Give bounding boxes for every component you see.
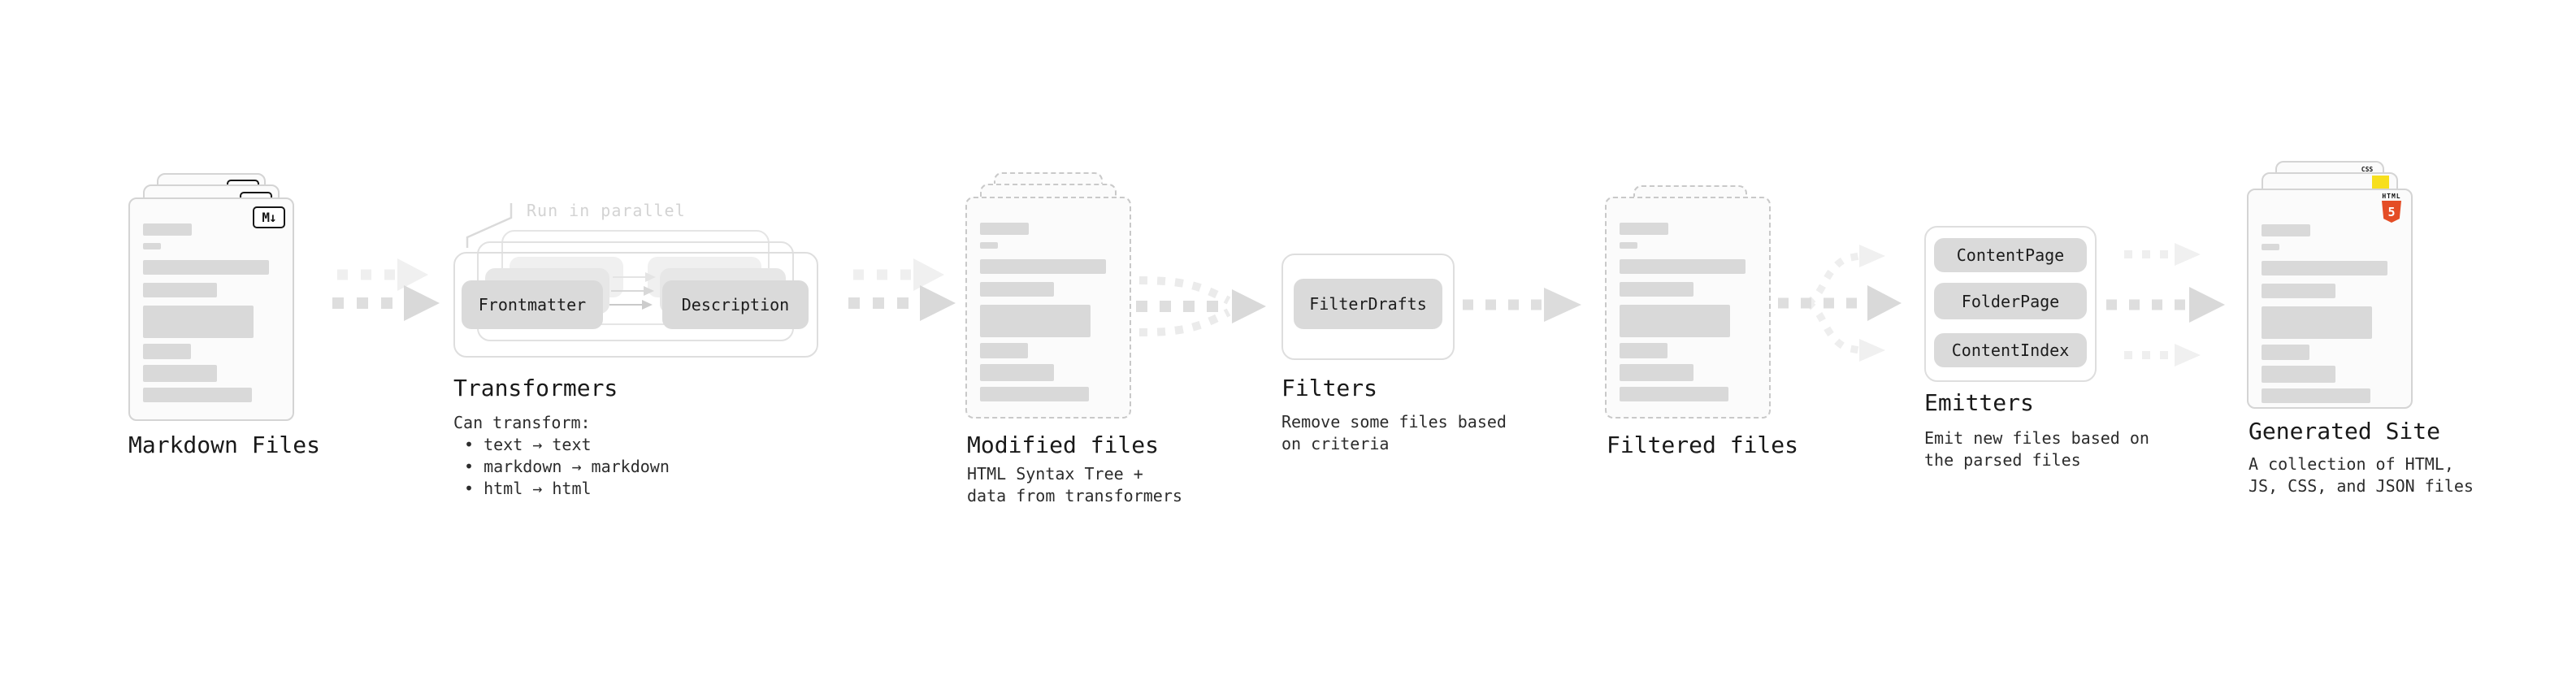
stage-title-modified-files: Modified files xyxy=(967,432,1160,458)
note-line: the parsed files xyxy=(1924,450,2081,470)
mini-arrow-icon xyxy=(613,272,656,282)
modified-files-stack xyxy=(965,172,1160,420)
note-line: • text → text xyxy=(464,435,592,454)
content-placeholder-bar xyxy=(143,243,161,249)
filter-node-filterdrafts: FilterDrafts xyxy=(1294,279,1442,329)
note-line: data from transformers xyxy=(967,486,1182,505)
emitter-node-folderpage: FolderPage xyxy=(1934,283,2087,319)
content-placeholder-bar xyxy=(980,364,1054,381)
emitters-note: Emit new files based on the parsed files xyxy=(1924,427,2149,471)
content-placeholder-bar xyxy=(1620,387,1729,401)
content-placeholder-bar xyxy=(143,306,254,338)
note-line: A collection of HTML, xyxy=(2249,454,2454,474)
document-content-placeholder xyxy=(1620,223,1756,401)
note-line: JS, CSS, and JSON files xyxy=(2249,476,2474,496)
html5-icon-label: HTML xyxy=(2382,193,2401,200)
content-placeholder-bar xyxy=(1620,242,1637,249)
document-content-placeholder xyxy=(2262,224,2398,403)
mini-arrow-icon xyxy=(609,300,653,310)
document-card: M↓ xyxy=(128,197,294,421)
transformers-note: Can transform: • text → text • markdown … xyxy=(453,412,670,500)
note-line: Remove some files based xyxy=(1281,412,1507,432)
content-placeholder-bar xyxy=(143,223,193,236)
note-line: Emit new files based on xyxy=(1924,428,2149,448)
stage-title-filtered-files: Filtered files xyxy=(1607,432,1799,458)
note-line: on criteria xyxy=(1281,434,1390,453)
arrow-markdown-to-transformers xyxy=(332,258,440,321)
content-placeholder-bar xyxy=(2262,261,2387,275)
generated-site-stack: CSS HTML 5 xyxy=(2247,161,2442,409)
content-placeholder-bar xyxy=(980,282,1054,297)
content-placeholder-bar xyxy=(1620,343,1667,358)
content-placeholder-bar xyxy=(1620,282,1693,297)
content-placeholder-bar xyxy=(1620,223,1669,235)
content-placeholder-bar xyxy=(143,388,253,402)
note-line: HTML Syntax Tree + xyxy=(967,464,1143,484)
stage-title-filters: Filters xyxy=(1281,375,1378,401)
emitter-node-contentpage: ContentPage xyxy=(1934,238,2087,272)
content-placeholder-bar xyxy=(1620,259,1746,274)
document-card xyxy=(1605,197,1771,419)
emitters-container-box xyxy=(1924,226,2097,382)
content-placeholder-bar xyxy=(980,223,1030,235)
mini-arrow-icon xyxy=(611,286,654,296)
arrow-modified-to-filters xyxy=(1136,276,1266,336)
document-card xyxy=(965,197,1131,419)
content-placeholder-bar xyxy=(2262,244,2279,250)
content-placeholder-bar xyxy=(2262,388,2371,403)
arrow-filters-to-filtered xyxy=(1463,288,1581,322)
content-placeholder-bar xyxy=(143,365,217,382)
stage-title-markdown-files: Markdown Files xyxy=(128,432,321,458)
content-placeholder-bar xyxy=(980,343,1028,358)
stage-title-transformers: Transformers xyxy=(453,375,618,401)
note-line: Can transform: xyxy=(453,413,591,432)
markdown-files-stack: M↓ M↓ M↓ xyxy=(128,173,323,421)
content-placeholder-bar xyxy=(1620,305,1731,337)
emitter-node-contentindex: ContentIndex xyxy=(1934,333,2087,367)
content-placeholder-bar xyxy=(2262,306,2373,339)
css-icon-label: CSS xyxy=(2361,166,2374,173)
transformer-node-frontmatter: Frontmatter xyxy=(462,280,603,329)
transformers-container-box xyxy=(453,252,818,358)
document-content-placeholder xyxy=(143,223,280,402)
content-placeholder-bar xyxy=(1620,364,1693,381)
note-line: • markdown → markdown xyxy=(464,457,670,476)
content-placeholder-bar xyxy=(980,305,1091,337)
modified-files-note: HTML Syntax Tree + data from transformer… xyxy=(967,463,1182,507)
filters-note: Remove some files based on criteria xyxy=(1281,411,1507,455)
content-placeholder-bar xyxy=(143,260,269,275)
document-card: HTML 5 xyxy=(2247,189,2413,409)
content-placeholder-bar xyxy=(2262,284,2335,298)
arrow-filtered-to-emitters xyxy=(1778,245,1902,362)
content-placeholder-bar xyxy=(143,283,217,297)
document-content-placeholder xyxy=(980,223,1117,401)
stage-title-emitters: Emitters xyxy=(1924,389,2034,416)
content-placeholder-bar xyxy=(2262,345,2309,360)
run-in-parallel-leader-line xyxy=(466,203,513,248)
note-line: • html → html xyxy=(464,479,592,498)
content-placeholder-bar xyxy=(2262,366,2335,383)
html5-icon-shield: 5 xyxy=(2382,201,2401,223)
js-icon xyxy=(2372,176,2389,189)
content-placeholder-bar xyxy=(143,344,191,359)
transformer-node-description: Description xyxy=(662,280,809,329)
filters-container-box xyxy=(1281,254,1455,360)
run-in-parallel-annotation: Run in parallel xyxy=(527,201,686,220)
arrow-emitters-to-generated xyxy=(2106,243,2225,367)
content-placeholder-bar xyxy=(980,387,1090,401)
html5-icon: HTML 5 xyxy=(2381,193,2402,223)
markdown-icon: M↓ xyxy=(253,206,285,228)
arrow-transformers-to-modified xyxy=(848,258,956,321)
filtered-files-stack xyxy=(1605,185,1800,420)
generated-site-note: A collection of HTML, JS, CSS, and JSON … xyxy=(2249,453,2474,497)
stage-title-generated-site: Generated Site xyxy=(2249,418,2441,445)
content-placeholder-bar xyxy=(980,242,998,249)
content-placeholder-bar xyxy=(980,259,1106,274)
content-placeholder-bar xyxy=(2262,224,2311,236)
